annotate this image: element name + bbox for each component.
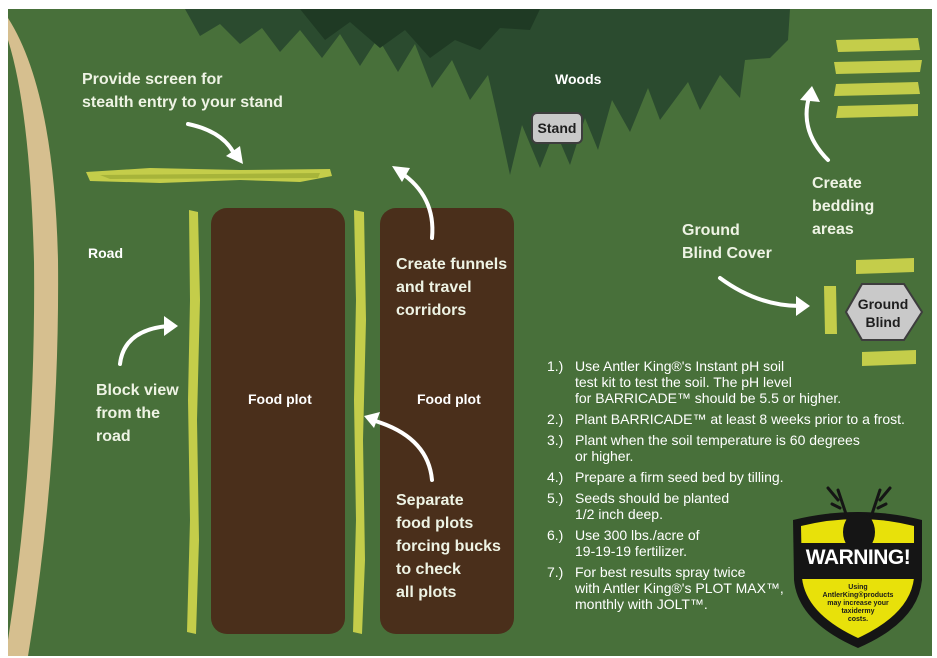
food-plot-left	[211, 208, 345, 634]
food-plot-right-label: Food plot	[417, 391, 481, 407]
arrow-funnels	[398, 170, 435, 240]
woods-area	[185, 9, 790, 175]
list-item: 5.)Seeds should be planted 1/2 inch deep…	[547, 490, 730, 522]
instruction-list: 1.)Use Antler King®'s Instant pH soil te…	[547, 358, 935, 617]
warning-badge	[793, 486, 922, 648]
bedding-strip-1	[836, 38, 920, 52]
list-item: 4.)Prepare a firm seed bed by tilling.	[547, 469, 784, 485]
list-item: 7.)For best results spray twice with Ant…	[547, 564, 784, 612]
road-label: Road	[88, 245, 123, 261]
deer-head-icon	[826, 486, 892, 552]
ground-blind-label: Ground Blind	[857, 296, 909, 330]
warning-fine-print: Using AntlerKing®products may increase y…	[822, 584, 894, 623]
arrow-blind-cover	[718, 276, 802, 308]
woods-shadow	[300, 9, 540, 58]
create-funnels-label: Create funnels and travel corridors	[396, 256, 508, 319]
food-plot-right	[380, 208, 514, 634]
bedding-strip-2	[834, 60, 922, 74]
stand-marker: Stand	[531, 112, 583, 144]
warning-title: WARNING!	[805, 546, 911, 569]
woods-label: Woods	[555, 71, 602, 87]
ground-blind-hexagon	[844, 283, 924, 341]
arrow-block-view	[118, 324, 170, 366]
arrow-separate-plots	[370, 418, 434, 482]
blind-cover-bottom	[862, 350, 916, 366]
blind-cover-left	[824, 286, 837, 334]
food-plot-left-label: Food plot	[248, 391, 312, 407]
list-item: 3.)Plant when the soil temperature is 60…	[547, 432, 860, 464]
separate-plots-label: Separate food plots forcing bucks to che…	[396, 492, 501, 601]
create-bedding-label: Create bedding areas	[812, 175, 875, 238]
screen-strip-middle	[353, 210, 366, 634]
blind-cover-top	[856, 258, 914, 274]
list-item: 2.)Plant BARRICADE™ at least 8 weeks pri…	[547, 411, 905, 427]
list-item: 6.)Use 300 lbs./acre of 19-19-19 fertili…	[547, 527, 700, 559]
bedding-strip-4	[836, 104, 918, 118]
block-view-label: Block view from the road	[96, 382, 179, 445]
road	[8, 18, 59, 656]
screen-strip-left	[187, 210, 200, 634]
bedding-strip-3	[834, 82, 920, 96]
provide-screen-label: Provide screen for stealth entry to your…	[82, 71, 283, 111]
ground-blind-cover-label: Ground Blind Cover	[682, 222, 772, 262]
list-item: 1.)Use Antler King®'s Instant pH soil te…	[547, 358, 842, 406]
